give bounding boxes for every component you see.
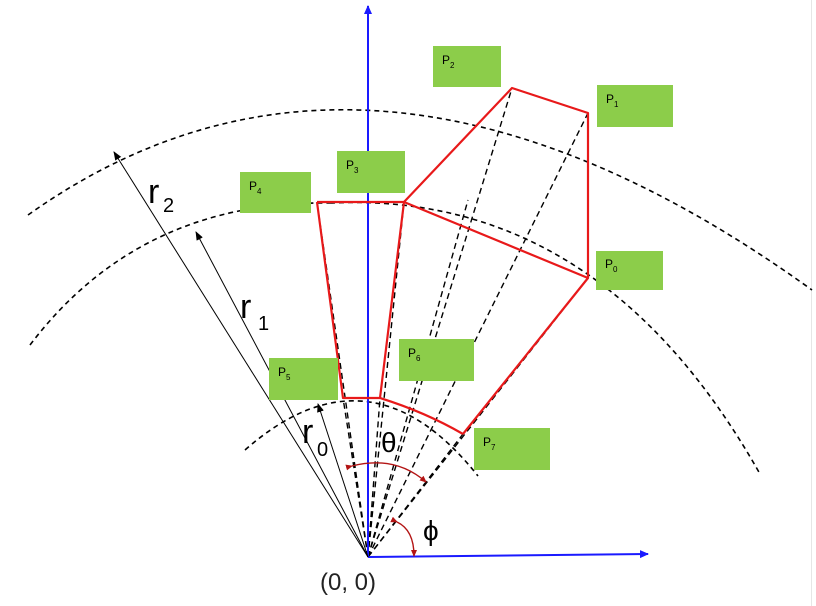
x-axis: [367, 550, 649, 559]
r2-sub: 2: [163, 195, 174, 217]
label-p7: P7: [474, 428, 550, 470]
label-p3: P3: [337, 151, 405, 193]
r0-main: r: [302, 413, 313, 451]
edge-p6-p7: [379, 396, 464, 435]
radial-to-p1: [367, 112, 589, 558]
radius-label-r0: r 0: [302, 413, 328, 461]
svg-text:P7: P7: [483, 435, 496, 452]
radial-to-p6: [367, 397, 381, 558]
svg-text:P5: P5: [278, 365, 291, 382]
svg-text:P6: P6: [408, 346, 421, 363]
edge-outer: [403, 86, 590, 280]
label-p4: P4: [240, 172, 311, 213]
r2-main: r: [148, 173, 159, 211]
origin-label: (0, 0): [320, 569, 376, 596]
arc-r2: [27, 109, 813, 291]
point-labels: P2 P1 P3 P4 P0 P6 P5 P7: [240, 46, 673, 470]
label-p1: P1: [597, 85, 673, 127]
svg-text:P1: P1: [606, 92, 619, 109]
arc-r0: [244, 400, 479, 477]
theta-arc: [345, 462, 427, 483]
svg-text:P2: P2: [442, 53, 455, 70]
label-p6: P6: [399, 339, 474, 381]
label-p5: P5: [269, 358, 338, 400]
radial-to-p3: [367, 201, 405, 558]
svg-text:P0: P0: [605, 257, 618, 274]
phi-label: ϕ: [423, 515, 439, 546]
phi-arc: [390, 516, 417, 557]
svg-text:P3: P3: [346, 158, 359, 175]
r0-arrow: [317, 403, 369, 558]
right-frame-edge: [811, 0, 812, 606]
r1-main: r: [240, 288, 251, 326]
radius-label-r2: r 2: [148, 173, 174, 217]
label-p2: P2: [433, 46, 501, 87]
svg-text:P4: P4: [249, 179, 262, 196]
r1-sub: 1: [258, 313, 269, 335]
label-p0: P0: [596, 251, 663, 290]
radial-to-p7: [367, 433, 464, 558]
arc-r1-left: [29, 202, 331, 346]
r0-sub: 0: [317, 439, 328, 461]
edge-p0-p7: [462, 277, 589, 435]
r2-arrow: [113, 151, 369, 558]
theta-label: θ: [381, 427, 397, 458]
cell-polygon: [315, 86, 590, 435]
radius-label-r1: r 1: [240, 288, 269, 335]
